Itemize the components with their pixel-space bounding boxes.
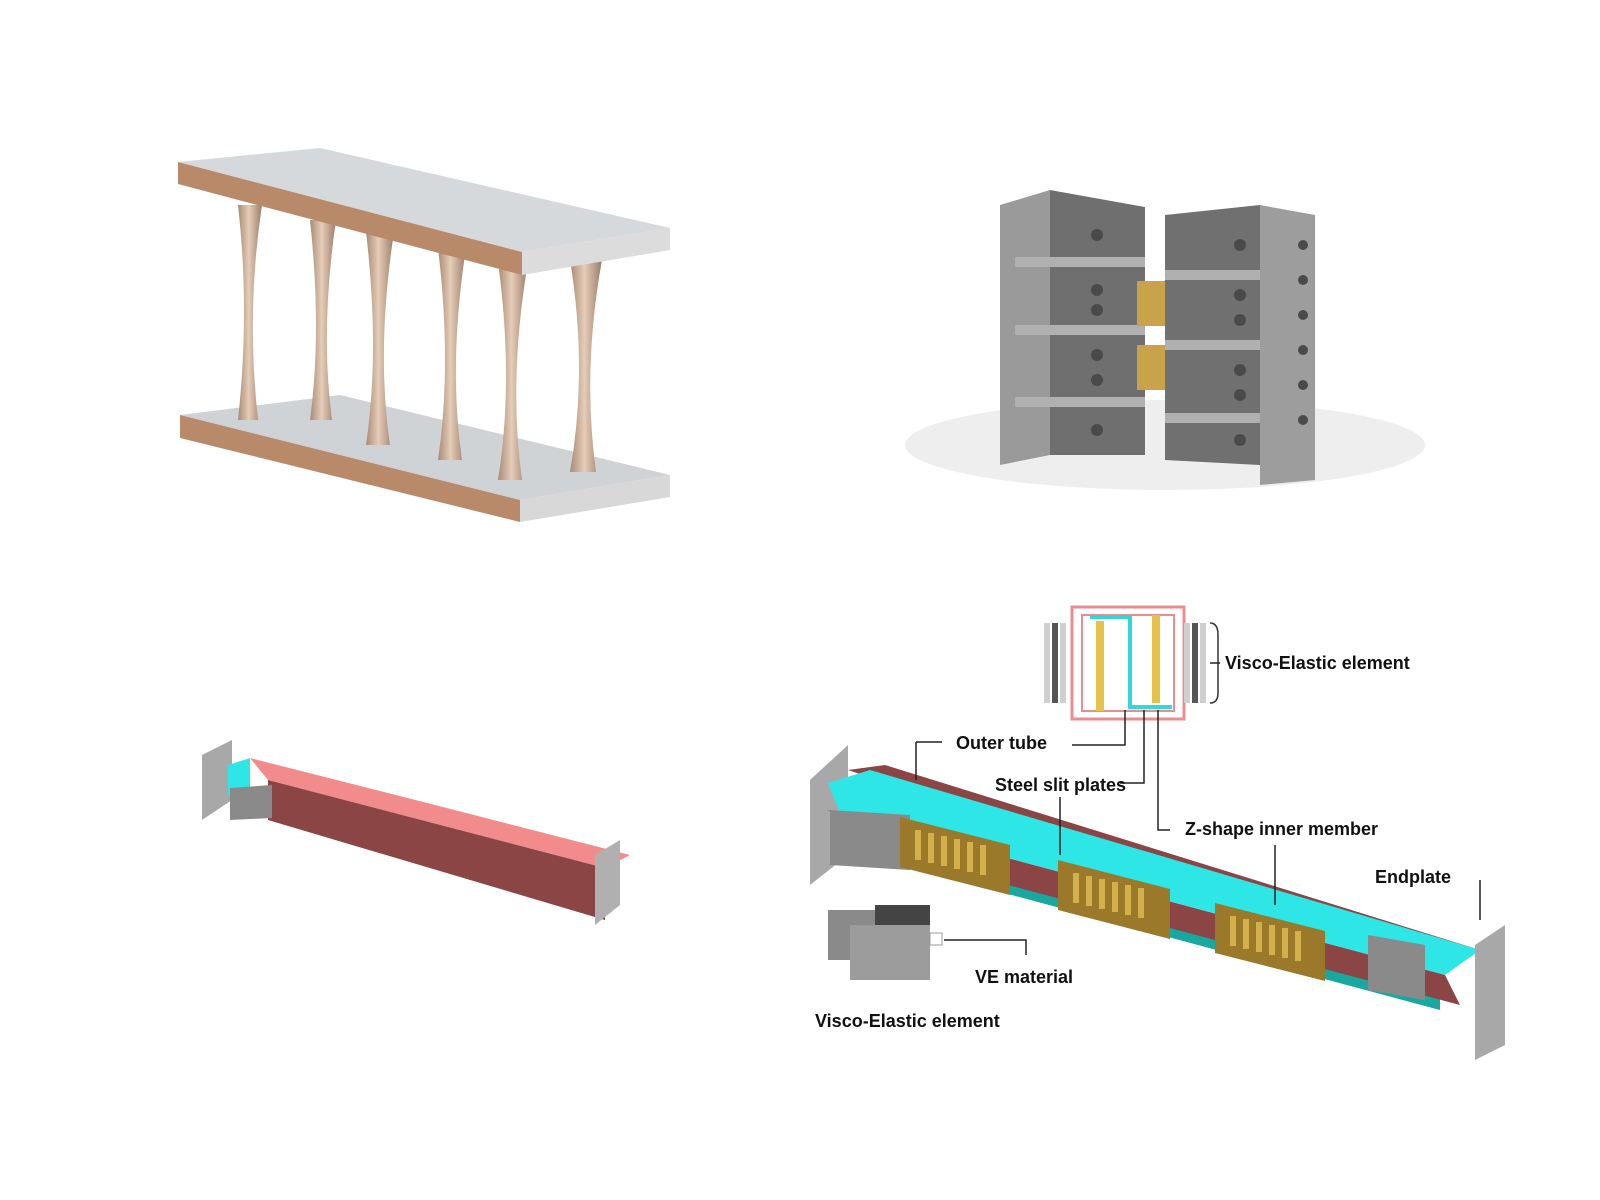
left-endplate bbox=[202, 740, 232, 820]
bottom-plate-top bbox=[180, 395, 670, 500]
right-endplate-big bbox=[1475, 925, 1505, 1060]
bottom-plate-side bbox=[180, 415, 520, 522]
columns bbox=[238, 205, 602, 480]
outer-tube-label: Outer tube bbox=[956, 733, 1047, 753]
section-inset bbox=[1044, 605, 1219, 721]
visco-elastic-label-bottom: Visco-Elastic element bbox=[815, 1011, 1000, 1031]
ve-material-label: VE material bbox=[975, 967, 1073, 987]
slit-plate-lower bbox=[1137, 345, 1169, 390]
exploded-brace-diagram: Visco-Elastic element Outer tube Steel s… bbox=[800, 605, 1580, 1095]
top-plate-top bbox=[178, 148, 670, 252]
visco-elastic-label-top: Visco-Elastic element bbox=[1225, 653, 1410, 673]
endplate-label: Endplate bbox=[1375, 867, 1451, 887]
slit-plate-upper bbox=[1137, 281, 1169, 326]
inner-member-cyan bbox=[828, 770, 1480, 975]
right-endplate bbox=[595, 840, 620, 925]
z-shape-inner-member-label: Z-shape inner member bbox=[1185, 819, 1378, 839]
assembled-brace-render bbox=[190, 740, 670, 970]
left-web bbox=[1050, 190, 1145, 455]
column-damper-render bbox=[150, 120, 710, 560]
right-flange bbox=[1260, 205, 1315, 485]
outer-tube-top bbox=[250, 758, 630, 868]
slit-plate-right bbox=[1152, 615, 1160, 703]
slit-damper-render bbox=[865, 185, 1495, 520]
steel-slit-plates-label: Steel slit plates bbox=[995, 775, 1126, 795]
outer-tube-side bbox=[268, 780, 605, 920]
ve-element-exploded bbox=[828, 905, 943, 980]
slit-plate-left bbox=[1096, 621, 1104, 711]
top-plate-side bbox=[178, 162, 522, 275]
